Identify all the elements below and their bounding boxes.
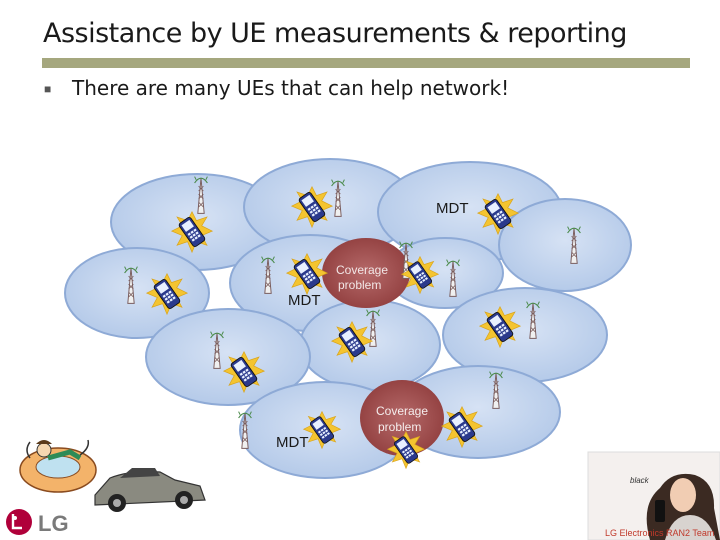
car-clipart-icon xyxy=(94,468,206,512)
coverage-label-line2: problem xyxy=(338,278,381,292)
coverage-label-line1: Coverage xyxy=(376,404,428,418)
swimmer-clipart-icon xyxy=(19,439,97,493)
mdt-label: MDT xyxy=(436,200,469,217)
phone-icon xyxy=(387,431,425,469)
footer-text: LG Electronics RAN2 Team xyxy=(605,528,714,538)
mdt-label: MDT xyxy=(288,292,321,309)
ad-brand-text: black xyxy=(630,476,650,485)
bullet-icon: ■ xyxy=(44,82,52,96)
cell xyxy=(145,308,311,406)
coverage-problem-area xyxy=(360,380,444,456)
coverage-label-line2: problem xyxy=(378,420,421,434)
lg-logo-text: LG xyxy=(38,511,69,536)
coverage-label-line1: Coverage xyxy=(336,263,388,277)
coverage-problem-area xyxy=(322,238,410,308)
cell-ellipses xyxy=(64,158,632,479)
lg-logo: LG xyxy=(6,509,69,536)
title-underline-bar xyxy=(42,58,690,68)
slide-title: Assistance by UE measurements & reportin… xyxy=(43,18,627,49)
mdt-label: MDT xyxy=(276,434,309,451)
cell xyxy=(64,247,210,339)
phone-ad-image: black LG Electronics RAN2 Team xyxy=(587,451,720,540)
bullet-text: There are many UEs that can help network… xyxy=(72,76,510,100)
cell xyxy=(498,198,632,292)
